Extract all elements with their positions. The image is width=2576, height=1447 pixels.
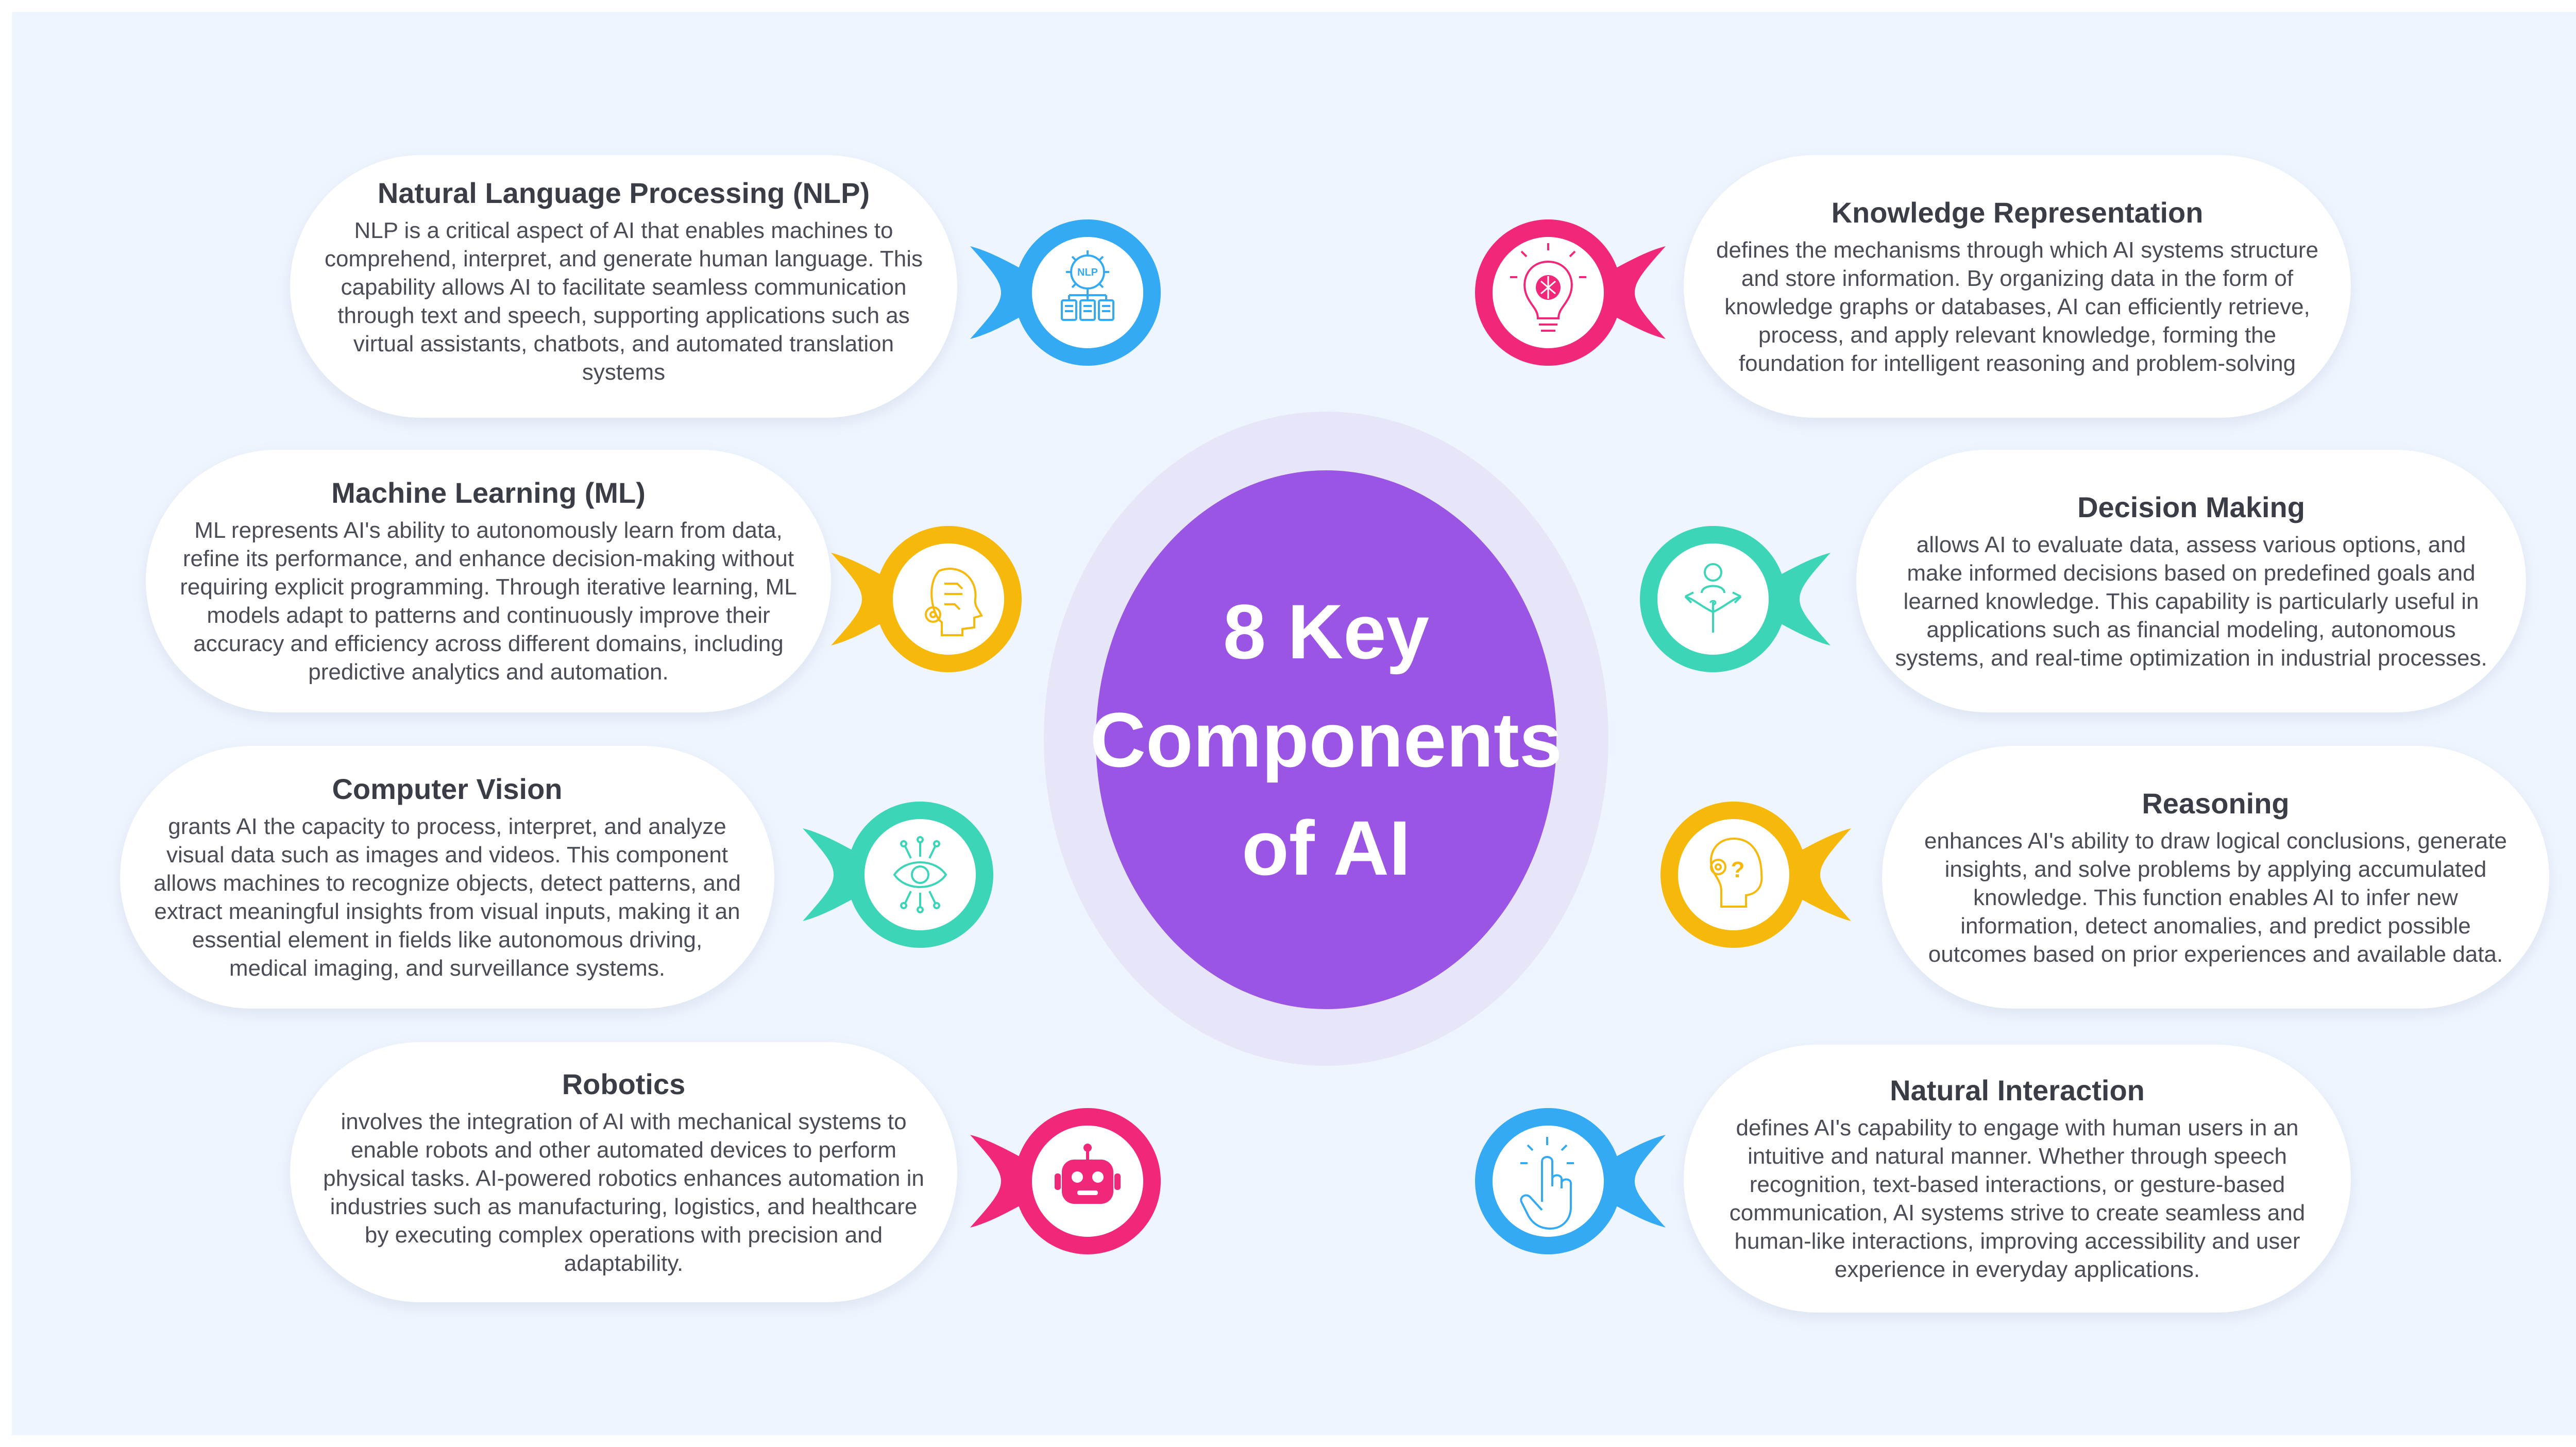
card-title: Decision Making [2077, 490, 2305, 523]
card-description: grants AI the capacity to process, inter… [154, 814, 741, 981]
card-computer-vision: Computer Vision grants AI the capacity t… [120, 746, 774, 1009]
infographic-canvas: 8 Key Components of AI Natural Language … [12, 12, 2576, 1435]
svg-text:NLP: NLP [1077, 267, 1098, 278]
svg-text:?: ? [1731, 857, 1745, 882]
svg-text:?: ? [1709, 597, 1717, 612]
center-title-line: 8 Key [1223, 588, 1430, 675]
card-robotics: Robotics involves the integration of AI … [290, 1042, 957, 1302]
badge-machine-learning [816, 496, 1022, 702]
robot-head-icon [970, 1108, 1161, 1254]
card-decision-making: Decision Making allows AI to evaluate da… [1856, 450, 2526, 712]
center-circle: 8 Key Components of AI [1090, 470, 1562, 1009]
card-title: Robotics [562, 1067, 686, 1100]
badge-reasoning: ? [1660, 772, 1867, 978]
center-title-line: Components [1090, 696, 1563, 783]
card-description: enhances AI's ability to draw logical co… [1924, 828, 2507, 967]
center-title-line: of AI [1242, 805, 1411, 891]
card-description: ML represents AI's ability to autonomous… [180, 518, 797, 685]
card-reasoning: Reasoning enhances AI's ability to draw … [1882, 746, 2549, 1009]
nlp-gear-documents-icon: NLP [970, 219, 1161, 366]
card-title: Knowledge Representation [1831, 196, 2204, 229]
card-description: allows AI to evaluate data, assess vario… [1895, 532, 2487, 671]
card-nlp: Natural Language Processing (NLP) NLP is… [290, 155, 957, 418]
badge-nlp: NLP [955, 190, 1161, 396]
card-title: Computer Vision [332, 773, 563, 805]
card-description: defines AI's capability to engage with h… [1729, 1115, 2306, 1282]
card-natural-interaction: Natural Interaction defines AI's capabil… [1684, 1045, 2351, 1313]
hand-tap-icon [1475, 1108, 1666, 1254]
badge-decision-making: ? [1640, 496, 1846, 702]
card-description: defines the mechanisms through which AI … [1716, 237, 2318, 376]
card-title: Natural Interaction [1890, 1074, 2145, 1106]
ai-head-circuit-icon [831, 526, 1022, 672]
center-title: 8 Key Components of AI [1090, 577, 1563, 902]
card-machine-learning: Machine Learning (ML) ML represents AI's… [146, 450, 831, 712]
card-knowledge-representation: Knowledge Representation defines the mec… [1684, 155, 2351, 418]
badge-robotics [955, 1078, 1161, 1284]
card-title: Natural Language Processing (NLP) [377, 177, 870, 209]
card-description: involves the integration of AI with mech… [323, 1109, 924, 1276]
badge-natural-interaction [1475, 1078, 1681, 1284]
badge-computer-vision [787, 772, 993, 978]
lightbulb-brain-icon [1475, 219, 1666, 366]
card-description: NLP is a critical aspect of AI that enab… [324, 218, 923, 385]
person-question-arrows-icon: ? [1640, 526, 1831, 672]
card-title: Machine Learning (ML) [331, 476, 646, 509]
badge-knowledge-representation [1475, 190, 1681, 396]
card-title: Reasoning [2142, 787, 2290, 820]
circuit-eye-icon [803, 802, 993, 948]
head-question-gear-icon: ? [1660, 802, 1851, 948]
